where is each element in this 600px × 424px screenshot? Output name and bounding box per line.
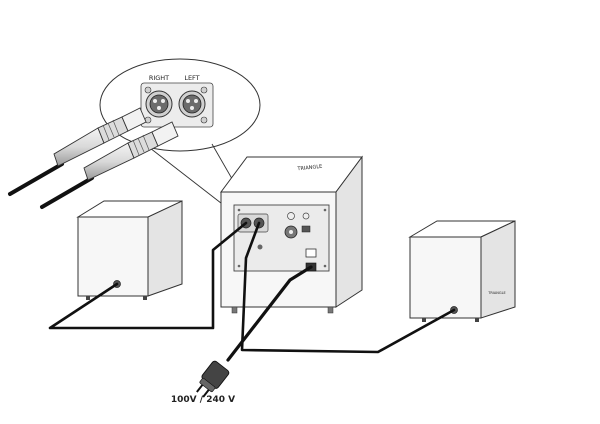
- xlr-plug-upper: [8, 107, 147, 196]
- right-xlr-socket: [144, 86, 173, 124]
- xlr-plug-lower: [40, 121, 179, 209]
- left-speaker: [76, 200, 183, 300]
- subwoofer-brand: TRIANGLE: [296, 164, 322, 173]
- connector-zoom-bubble: RIGHT LEFT: [99, 58, 261, 225]
- voltage-label: 100V / 240 V: [171, 395, 235, 405]
- power-cord: 100V / 240 V: [171, 265, 313, 405]
- power-switch: [305, 248, 317, 258]
- mains-plug: [196, 360, 230, 398]
- gain-knob: [287, 212, 295, 220]
- left-input-label: LEFT: [184, 74, 199, 82]
- right-input-label: RIGHT: [149, 74, 169, 82]
- right-speaker: TRIANGLE: [408, 220, 516, 322]
- speaker-cables: [48, 221, 456, 354]
- right-speaker-brand: TRIANGLE: [487, 291, 506, 295]
- left-xlr-socket: [178, 86, 208, 124]
- subwoofer: TRIANGLE: [220, 155, 363, 314]
